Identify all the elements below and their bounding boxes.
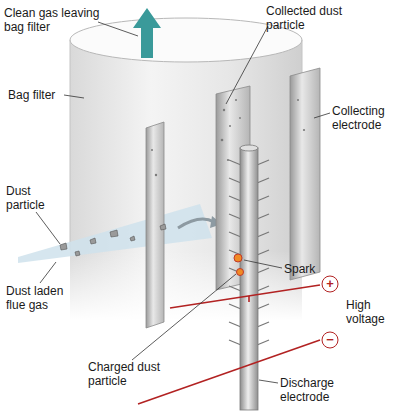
terminal-circle bbox=[322, 276, 338, 292]
polarity-sign: + bbox=[323, 277, 337, 291]
part-label: Collected dust particle bbox=[266, 4, 346, 32]
collected-dust bbox=[151, 99, 305, 176]
gas-inlet-label: Dust laden flue gas bbox=[6, 284, 78, 312]
gas-stream bbox=[18, 204, 212, 263]
polarity-sign: − bbox=[323, 333, 337, 347]
collecting-plates bbox=[146, 68, 320, 328]
gas-outlet-label: Clean gas leaving bag filter bbox=[4, 6, 116, 34]
dust-particles bbox=[60, 224, 166, 256]
supply-label: High voltage bbox=[346, 298, 396, 326]
part-label: Discharge electrode bbox=[280, 376, 350, 404]
spark bbox=[234, 254, 244, 276]
part-label: Spark bbox=[284, 262, 315, 276]
part-label: Collecting electrode bbox=[332, 104, 400, 132]
flow-arrow bbox=[178, 219, 214, 228]
part-label: Bag filter bbox=[8, 88, 55, 102]
leader-lines bbox=[36, 22, 330, 383]
clean-gas-arrow bbox=[133, 8, 161, 58]
terminal-circle bbox=[322, 332, 338, 348]
part-label: Charged dust particle bbox=[88, 360, 178, 388]
bag-filter-cylinder bbox=[70, 18, 302, 321]
part-label: Dust particle bbox=[6, 184, 58, 212]
